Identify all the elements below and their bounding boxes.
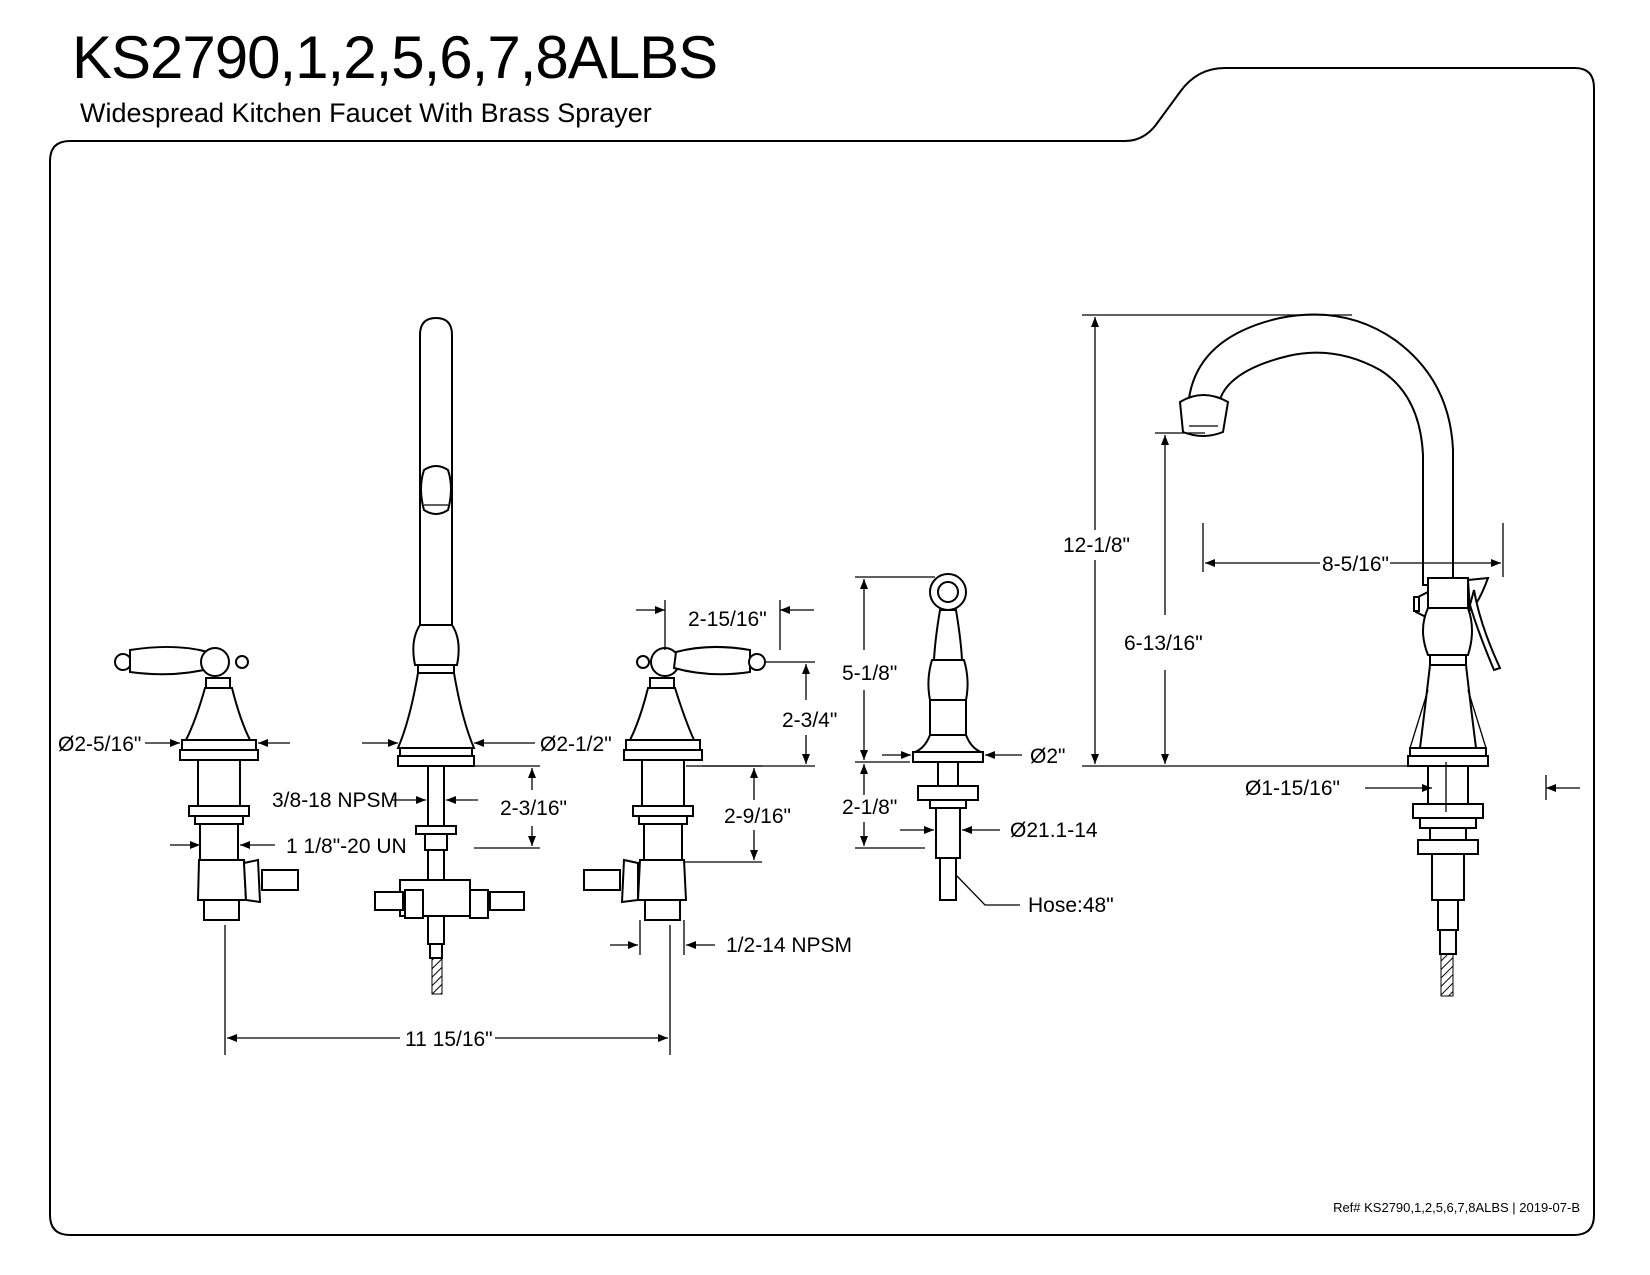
dim-sprayer-base-dia: Ø2": [1030, 745, 1065, 768]
right-handle-valve: [583, 645, 766, 921]
dim-spout-thread: 3/8-18 NPSM: [272, 789, 398, 812]
dim-spout-base-dia: Ø2-1/2": [540, 733, 612, 756]
drawing-title: KS2790,1,2,5,6,7,8ALBS: [72, 24, 718, 91]
dim-handle-thread: 1 1/8"-20 UN: [286, 835, 407, 858]
dim-side-base-dia: Ø1-15/16": [1245, 777, 1340, 800]
left-handle-valve: [114, 645, 299, 921]
dim-center-spread: 11 15/16": [405, 1028, 493, 1051]
dim-hose-length: Hose:48": [1028, 894, 1114, 917]
spout-front: [374, 316, 525, 995]
faucet-side-view: [1178, 313, 1502, 997]
dim-overall-height: 12-1/8": [1063, 534, 1130, 557]
dimension-lines: [145, 314, 1580, 1055]
sprayer: [912, 573, 984, 901]
drawing-frame: [49, 67, 1595, 1236]
dim-spout-clearance: 6-13/16": [1124, 632, 1203, 655]
dim-handle-height: 2-3/4": [782, 709, 837, 732]
dim-handle-width: 2-15/16": [688, 608, 767, 631]
reference-number: Ref# KS2790,1,2,5,6,7,8ALBS | 2019-07-B: [1333, 1200, 1580, 1215]
drawing-subtitle: Widespread Kitchen Faucet With Brass Spr…: [80, 98, 652, 128]
dim-sprayer-thread: Ø21.1-14: [1010, 819, 1098, 842]
dim-spout-shank: 2-3/16": [500, 797, 567, 820]
dim-inlet-thread: 1/2-14 NPSM: [726, 934, 852, 957]
dim-spout-reach: 8-5/16": [1322, 553, 1389, 576]
dim-handle-base-dia: Ø2-5/16": [58, 733, 141, 756]
dim-sprayer-shank: 2-1/8": [842, 796, 897, 819]
dim-handle-shank: 2-9/16": [724, 805, 791, 828]
dim-sprayer-height: 5-1/8": [842, 662, 897, 685]
